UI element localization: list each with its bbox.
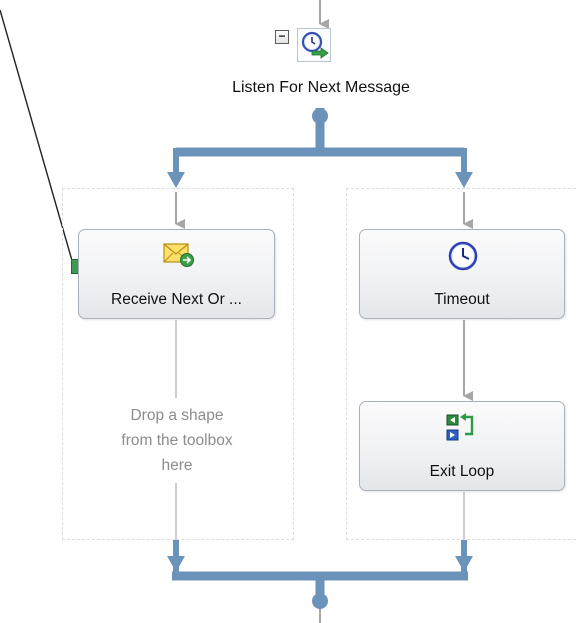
bottom-bus-right-head (455, 556, 473, 572)
incoming-link-line (0, 9, 74, 265)
branch-left[interactable] (62, 188, 294, 540)
top-bus-left-head (167, 172, 185, 188)
timeout-activity-label: Timeout (434, 291, 490, 308)
listen-label: Listen For Next Message (232, 79, 410, 96)
receive-activity-shape[interactable]: Receive Next Or ... (78, 229, 275, 319)
branch-right[interactable] (346, 188, 577, 540)
envelope-receive-icon (163, 243, 194, 267)
drop-shape-hint: Drop a shape from the toolbox here (121, 407, 233, 474)
exit-loop-activity-shape[interactable]: Exit Loop (359, 401, 565, 491)
listen-icon-frame[interactable] (297, 28, 331, 62)
bottom-bus-left-head (167, 556, 185, 572)
timeout-activity-shape[interactable]: Timeout (359, 229, 565, 319)
clock-icon (448, 241, 478, 271)
listen-shape[interactable]: − Listen For Next Message (191, 24, 451, 108)
collapse-toggle-button[interactable]: − (275, 30, 289, 44)
listen-clock-arrow-icon (301, 31, 329, 59)
exit-loop-icon (446, 413, 474, 441)
top-bus-right-head (455, 172, 473, 188)
bottom-out-dot (312, 593, 328, 609)
listen-out-dot (312, 108, 328, 124)
exit-loop-activity-label: Exit Loop (429, 463, 495, 480)
receive-activity-label: Receive Next Or ... (111, 291, 242, 308)
collapse-glyph: − (278, 29, 286, 43)
